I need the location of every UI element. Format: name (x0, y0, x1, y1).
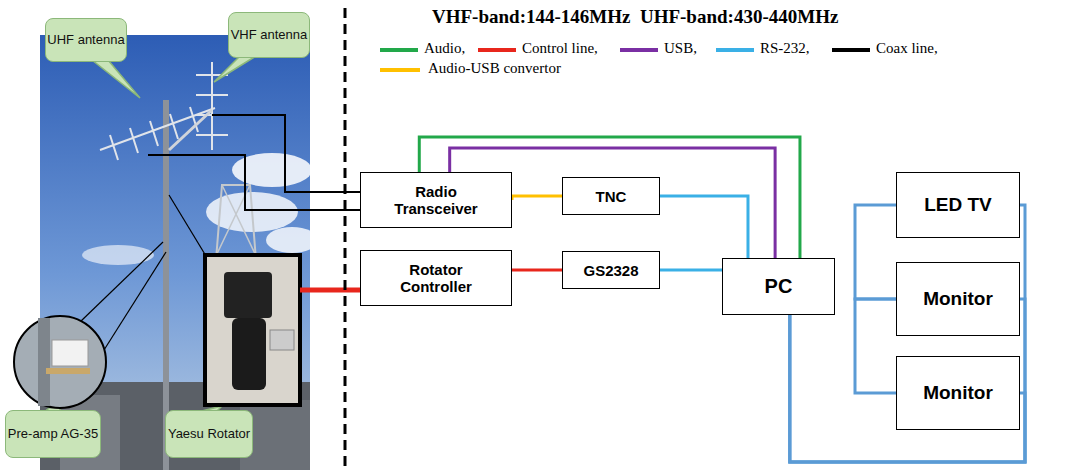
node-text: LED TV (924, 194, 992, 216)
connector-line (855, 299, 896, 393)
connector-path (855, 299, 896, 393)
legend-text: Coax line, (876, 40, 938, 57)
device-box: Rotator Controller (360, 250, 512, 306)
node-text: Monitor (923, 382, 993, 404)
illustration-part (14, 316, 106, 408)
node-text: Yaesu Rotator (168, 427, 250, 442)
legend-text: Control line, (522, 40, 598, 57)
callout-label: VHF antenna (228, 12, 310, 58)
illustration-part (212, 115, 360, 192)
connector-line (512, 196, 562, 200)
illustration-part (270, 330, 294, 350)
node-text: Pre-amp AG-35 (8, 427, 98, 442)
legend-swatch (478, 48, 516, 52)
connector-path (660, 268, 722, 271)
illustration-part (104, 252, 166, 350)
node-text: GS2328 (583, 262, 638, 279)
illustration-part (92, 60, 140, 98)
legend-swatch (620, 48, 658, 52)
connector-path (790, 315, 1025, 462)
node-text: UHF antenna (47, 33, 124, 48)
connector-path (855, 205, 896, 299)
illustration-part (82, 245, 154, 265)
illustration-part (205, 255, 300, 405)
connector-line (790, 315, 1025, 462)
illustration-part (52, 340, 88, 366)
connector-path (512, 268, 562, 271)
node-text: Monitor (923, 288, 993, 310)
node-text: TNC (596, 188, 627, 205)
connector-line (855, 205, 896, 299)
legend-text: Audio, (424, 40, 465, 57)
illustration-part (232, 318, 266, 390)
coax-lines (148, 115, 360, 210)
node-text: VHF antenna (231, 28, 308, 43)
legend-text: RS-232, (760, 40, 810, 57)
legend-text: USB, (664, 40, 697, 57)
connector-path (512, 196, 562, 200)
legend-swatch (716, 48, 754, 52)
legend-swatch (832, 48, 870, 52)
illustration-part (169, 110, 212, 150)
display-box: Monitor (896, 356, 1020, 430)
device-box: TNC (562, 177, 660, 215)
connector-path (790, 205, 1025, 462)
legend-swatch (380, 48, 418, 52)
connector-line (512, 269, 562, 270)
callout-label: Pre-amp AG-35 (5, 410, 101, 458)
rotator-inset (169, 195, 300, 405)
antenna-photo (40, 35, 318, 470)
divider-line (344, 8, 347, 470)
illustration-part (38, 318, 50, 406)
preamp-inset (14, 242, 166, 408)
illustration-part (214, 56, 256, 82)
illustration-part (148, 155, 360, 210)
legend-swatch (380, 68, 420, 72)
illustration-part (224, 272, 272, 318)
callout-label: Yaesu Rotator (165, 410, 253, 458)
node-text: Radio Transceiver (381, 183, 491, 217)
device-box: GS2328 (562, 251, 660, 289)
legend-text: Audio-USB convertor (428, 60, 561, 77)
control-cable (300, 288, 360, 293)
connector-path (660, 196, 748, 258)
callout-label: UHF antenna (45, 18, 127, 62)
connector-line (660, 196, 748, 258)
computer-box: PC (722, 258, 835, 315)
connector-line (790, 205, 1025, 462)
display-box: LED TV (896, 172, 1020, 238)
connector-line (660, 269, 722, 270)
display-box: Monitor (896, 262, 1020, 336)
illustration-part (40, 35, 310, 470)
illustration-part (169, 195, 206, 256)
device-box: Radio Transceiver (360, 172, 512, 228)
illustration-part (80, 242, 163, 322)
title: VHF-band:144-146MHz UHF-band:430-440MHz (432, 6, 838, 28)
illustration-part (46, 368, 90, 374)
illustration-part (266, 227, 318, 253)
node-text: PC (765, 275, 793, 298)
node-text: Rotator Controller (381, 261, 491, 295)
